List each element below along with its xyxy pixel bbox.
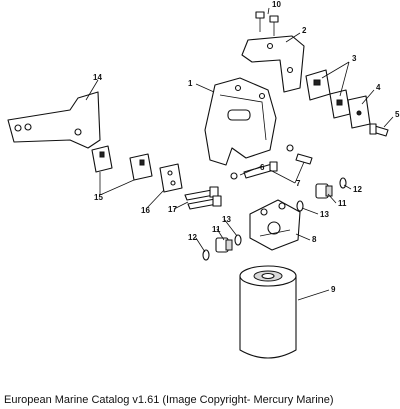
- part-15-isolator-blocks[interactable]: [91, 145, 153, 181]
- callout-7: 7: [296, 179, 301, 188]
- part-8-filter-head[interactable]: [249, 199, 301, 251]
- part-5-bolt[interactable]: [369, 123, 389, 137]
- part-6-washer[interactable]: [230, 144, 294, 180]
- part-12-oring-left[interactable]: [202, 249, 210, 261]
- part-11-fitting-left[interactable]: [215, 237, 233, 253]
- part-14-bracket[interactable]: [7, 91, 101, 149]
- part-1-mounting-bracket[interactable]: [204, 77, 277, 166]
- callout-17: 17: [168, 205, 177, 214]
- part-13-oring-left[interactable]: [234, 234, 242, 246]
- callout-16: 16: [141, 206, 150, 215]
- callout-12-right: 12: [353, 185, 362, 194]
- part-16-plate[interactable]: [159, 163, 183, 193]
- part-2-upper-bracket[interactable]: [241, 35, 305, 93]
- callout-6: 6: [260, 163, 265, 172]
- exploded-parts-diagram: 1 2 3 4 5 6 7 8 9 10 11 11 12 12 13 13 1…: [7, 0, 400, 359]
- callout-11-right: 11: [338, 199, 347, 208]
- callout-15: 15: [94, 193, 103, 202]
- callout-4: 4: [376, 83, 381, 92]
- callout-8: 8: [312, 235, 317, 244]
- part-4-plate[interactable]: [347, 95, 371, 129]
- part-3-isolator-blocks[interactable]: [305, 69, 351, 119]
- leader-lines: [85, 7, 394, 301]
- callout-10: 10: [272, 0, 281, 9]
- callout-1: 1: [188, 79, 193, 88]
- part-11-fitting-right[interactable]: [315, 183, 333, 199]
- part-7-bolts[interactable]: [243, 153, 313, 179]
- callout-13-right: 13: [320, 210, 329, 219]
- callout-13-left: 13: [222, 215, 231, 224]
- callout-numbers: 1 2 3 4 5 6 7 8 9 10 11 11 12 12 13 13 1…: [93, 0, 400, 294]
- part-17-bolts[interactable]: [184, 186, 222, 210]
- callout-11-left: 11: [212, 225, 221, 234]
- callout-9: 9: [331, 285, 336, 294]
- copyright-caption: European Marine Catalog v1.61 (Image Cop…: [4, 394, 334, 406]
- part-13-oring-right[interactable]: [296, 200, 304, 212]
- callout-3: 3: [352, 54, 357, 63]
- callout-12-left: 12: [188, 233, 197, 242]
- callout-5: 5: [395, 110, 400, 119]
- part-12-oring-right[interactable]: [339, 177, 347, 189]
- callout-14: 14: [93, 73, 102, 82]
- part-10-bolts[interactable]: [255, 11, 279, 36]
- callout-2: 2: [302, 26, 307, 35]
- part-9-fuel-filter[interactable]: [239, 265, 297, 359]
